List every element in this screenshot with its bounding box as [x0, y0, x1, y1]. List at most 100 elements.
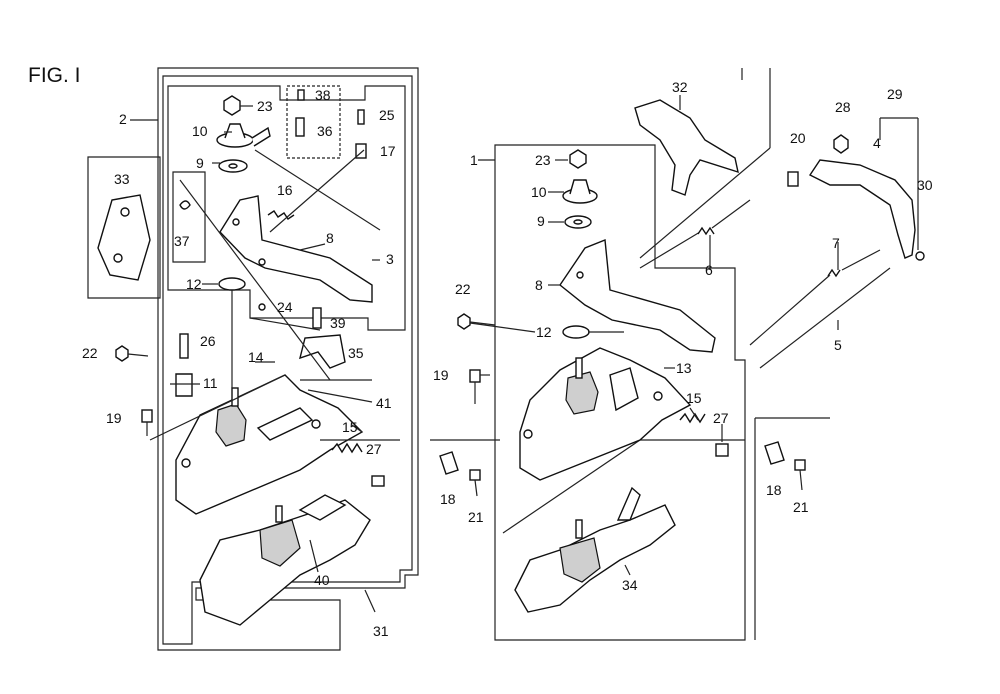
label-1: 1 [470, 152, 478, 168]
bushing-part-10-right [562, 179, 598, 204]
bolt-part-19-right [469, 369, 481, 404]
label-41: 41 [376, 395, 392, 411]
mount-part-34 [514, 486, 676, 613]
label-2: 2 [119, 111, 127, 127]
label-23-left: 23 [257, 98, 273, 114]
left-leader-lines [130, 105, 400, 613]
label-13: 13 [676, 360, 692, 376]
bolt-part-20 [787, 171, 799, 187]
bolt-part-22-right [457, 313, 496, 330]
right-assembly-frame [430, 144, 830, 641]
washer-part-9-left [218, 159, 248, 173]
right-leader-lines [469, 68, 919, 576]
small-parts-38-36 [295, 89, 305, 137]
label-11: 11 [203, 375, 218, 391]
label-4: 4 [873, 135, 881, 151]
label-3: 3 [386, 251, 394, 267]
label-23-right: 23 [535, 152, 551, 168]
label-9-left: 9 [196, 155, 204, 171]
label-21-left: 21 [468, 509, 484, 525]
lever-arm-part-8-right [559, 239, 716, 353]
label-18-right: 18 [766, 482, 782, 498]
mount-part-40 [199, 494, 371, 626]
label-27-left: 27 [366, 441, 382, 457]
bolt-part-27-right [715, 443, 729, 457]
label-25: 25 [379, 107, 395, 123]
label-31: 31 [373, 623, 389, 639]
label-21-right: 21 [793, 499, 809, 515]
label-26: 26 [200, 333, 216, 349]
label-37: 37 [174, 233, 190, 249]
label-40: 40 [314, 572, 330, 588]
label-22-right: 22 [455, 281, 471, 297]
bracket-part-33 [97, 194, 151, 281]
label-17: 17 [380, 143, 396, 159]
spacer-part-18-left [439, 451, 459, 475]
base-plate-part-14 [175, 374, 364, 515]
label-27-right: 27 [713, 410, 729, 426]
nut-part-28 [833, 134, 849, 154]
label-29: 29 [887, 86, 903, 102]
bolt-part-19-left [141, 409, 153, 436]
label-19-right: 19 [433, 367, 449, 383]
bolt-part-27-left [371, 475, 385, 487]
lever-arm-part-8-left [219, 195, 373, 303]
label-35: 35 [348, 345, 364, 361]
label-20: 20 [790, 130, 806, 146]
small-parts-25-17 [355, 109, 367, 159]
screw-part-24 [258, 303, 266, 311]
washer-part-12-left [218, 277, 246, 291]
throttle-arm-part-4 [808, 159, 925, 261]
label-8-right: 8 [535, 277, 543, 293]
bolt-part-21-right [794, 459, 806, 491]
rod-part-7 [749, 249, 881, 346]
label-33: 33 [114, 171, 130, 187]
label-39: 39 [330, 315, 346, 331]
nut-part-23-left [223, 95, 241, 116]
label-32: 32 [672, 79, 688, 95]
label-9-right: 9 [537, 213, 545, 229]
label-15-left: 15 [342, 419, 358, 435]
label-8-left: 8 [326, 230, 334, 246]
label-38: 38 [315, 87, 331, 103]
spring-part-15-right [679, 412, 706, 424]
label-28: 28 [835, 99, 851, 115]
label-30: 30 [917, 177, 933, 193]
spring-part-15-left [331, 442, 363, 454]
figure-title: FIG. I [28, 64, 81, 87]
label-6: 6 [705, 262, 713, 278]
nut-part-23-right [569, 149, 587, 169]
label-16: 16 [277, 182, 293, 198]
label-22-left: 22 [82, 345, 98, 361]
spacer-part-18-right [764, 441, 785, 465]
label-12-right: 12 [536, 324, 552, 340]
bolt-part-21-left [469, 469, 481, 497]
label-15-right: 15 [686, 390, 702, 406]
label-5: 5 [834, 337, 842, 353]
washer-part-12-right [562, 325, 590, 339]
bolt-part-39 [312, 307, 322, 329]
label-14: 14 [248, 349, 264, 365]
label-12-left: 12 [186, 276, 202, 292]
bracket-part-35 [299, 334, 346, 369]
bolt-part-22-left [115, 345, 149, 362]
bolt-part-26 [179, 333, 189, 359]
bushing-part-10-left [216, 123, 271, 148]
rod-part-5 [759, 267, 891, 369]
clip-part-11 [175, 373, 193, 397]
label-34: 34 [622, 577, 638, 593]
base-plate-part-13 [519, 347, 692, 481]
washer-part-9-right [564, 215, 592, 229]
label-10-left: 10 [192, 123, 208, 139]
label-10-right: 10 [531, 184, 547, 200]
lever-part-32 [634, 99, 739, 196]
rod-part-6 [639, 199, 751, 269]
label-36: 36 [317, 123, 333, 139]
label-24: 24 [277, 299, 293, 315]
label-19-left: 19 [106, 410, 122, 426]
label-7: 7 [832, 235, 840, 251]
left-assembly-frame [87, 67, 419, 651]
label-18-left: 18 [440, 491, 456, 507]
part-labels: 2 23 38 25 10 36 17 9 16 33 37 8 3 12 24… [82, 79, 933, 639]
